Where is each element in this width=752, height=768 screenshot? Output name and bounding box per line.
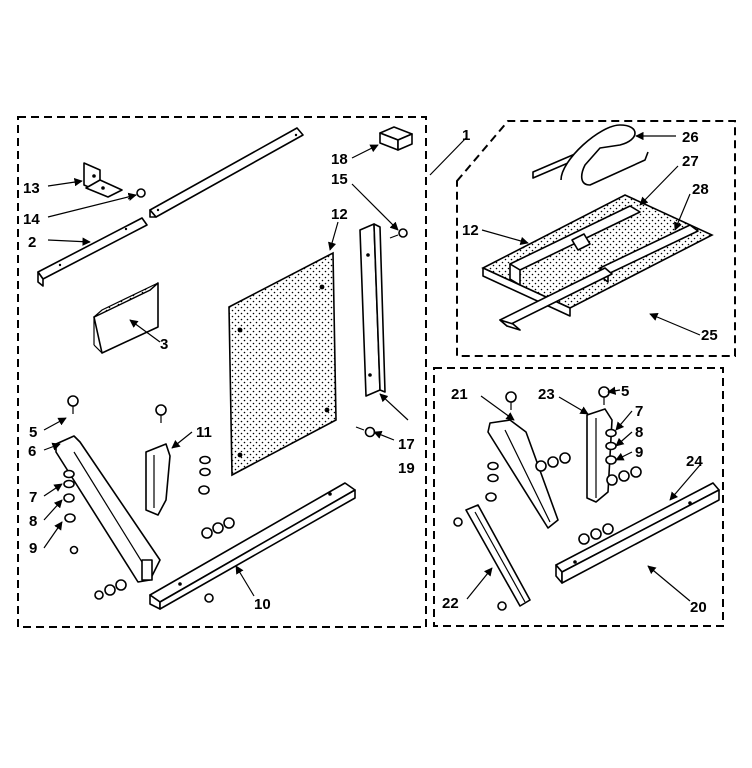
foam-channel-part-28 — [499, 224, 699, 331]
foam-kit-box — [456, 120, 736, 357]
callout-10: 10 — [254, 596, 271, 613]
callout-22: 22 — [442, 595, 459, 612]
foam-pad-part-3 — [93, 282, 159, 354]
main-assembly-box — [17, 116, 427, 628]
bracket-part-23 — [586, 408, 613, 503]
bracket-part-13 — [83, 162, 123, 198]
callout-19: 19 — [398, 460, 415, 477]
callout-25: 25 — [701, 327, 718, 344]
callout-12-left: 12 — [331, 206, 348, 223]
callout-9-right: 9 — [635, 444, 643, 461]
leader-lines — [43, 131, 701, 602]
screw-part-15 — [389, 228, 408, 239]
callout-2: 2 — [28, 234, 36, 251]
rail-part-24 — [555, 482, 720, 584]
callout-14: 14 — [23, 211, 40, 228]
hardware-left — [63, 395, 235, 603]
callout-3: 3 — [160, 336, 168, 353]
bracket-part-11 — [145, 443, 171, 516]
callout-28: 28 — [692, 181, 709, 198]
callout-17: 17 — [398, 436, 415, 453]
callout-8-left: 8 — [29, 513, 37, 530]
callout-11: 11 — [196, 424, 212, 441]
callout-18: 18 — [331, 151, 348, 168]
rail-part-2 — [37, 217, 148, 287]
callout-24: 24 — [686, 453, 703, 470]
callout-26: 26 — [682, 129, 699, 146]
callout-5-left: 5 — [29, 424, 37, 441]
foam-block-part-27 — [509, 205, 641, 286]
callout-12-right: 12 — [462, 222, 479, 239]
block-part-18 — [379, 126, 413, 151]
callout-7-right: 7 — [635, 403, 643, 420]
callout-7-left: 7 — [29, 489, 37, 506]
panel-part-12 — [228, 251, 337, 477]
callout-5-right: 5 — [621, 383, 629, 400]
support-arm-part-21 — [487, 419, 559, 529]
screw-part-14 — [127, 188, 146, 200]
leg-part-6 — [55, 435, 161, 583]
callout-9-left: 9 — [29, 540, 37, 557]
channel-part-17 — [359, 223, 386, 397]
foam-base-part-12 — [481, 194, 714, 317]
callout-15: 15 — [331, 171, 348, 188]
callout-8-right: 8 — [635, 424, 643, 441]
callout-23: 23 — [538, 386, 555, 403]
callout-27: 27 — [682, 153, 699, 170]
callout-20: 20 — [690, 599, 707, 616]
callout-6: 6 — [28, 443, 36, 460]
rail-part-10 — [149, 482, 356, 610]
support-kit-box — [433, 367, 724, 627]
callout-21: 21 — [451, 386, 468, 403]
callout-labels: 1 2 3 5 5 6 7 7 8 8 9 9 10 11 12 12 13 1… — [23, 127, 718, 616]
callout-13: 13 — [23, 180, 40, 197]
foam-strip-part-26 — [532, 124, 649, 186]
callout-1: 1 — [462, 127, 470, 144]
rail-upper-part — [149, 127, 304, 218]
support-leg-part-22 — [465, 504, 531, 607]
screw-part-19 — [355, 426, 376, 438]
